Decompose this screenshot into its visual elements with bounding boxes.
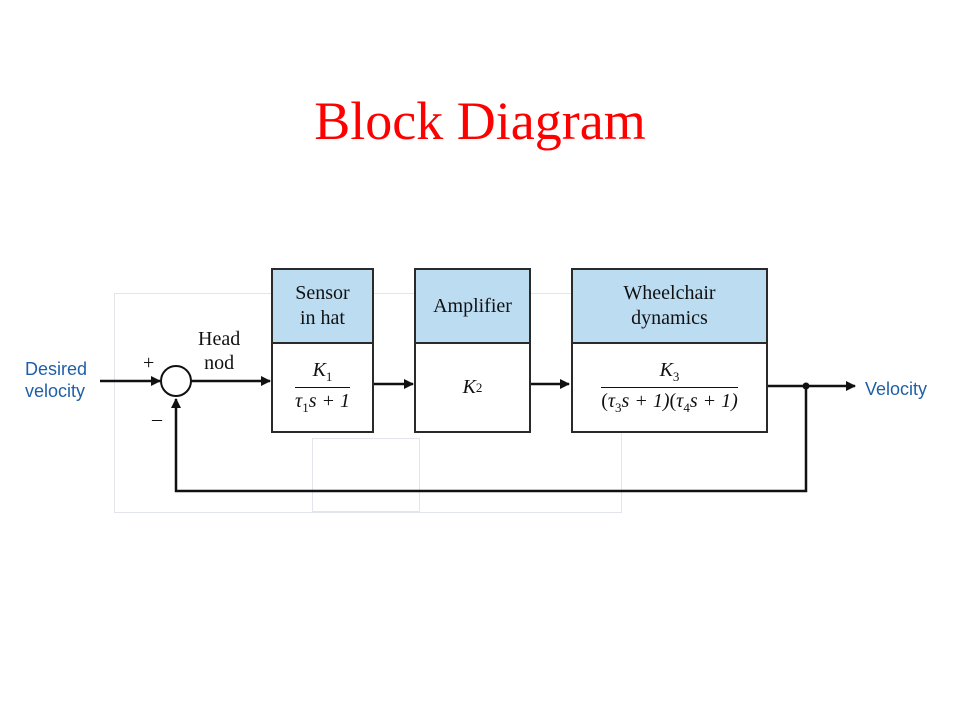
sensor-denominator: τ1s + 1 — [295, 390, 350, 415]
wheelchair-dynamics-block: Wheelchair dynamics K3 (τ3s + 1)(τ4s + 1… — [571, 268, 768, 433]
sensor-numerator: K1 — [312, 359, 333, 384]
minus-sign: – — [152, 408, 162, 430]
sensor-fraction-bar — [295, 387, 350, 388]
plus-sign: + — [143, 352, 155, 374]
wheelchair-block-title: Wheelchair dynamics — [573, 270, 766, 344]
wheelchair-transfer-function: K3 (τ3s + 1)(τ4s + 1) — [573, 344, 766, 431]
wheelchair-numerator: K3 — [659, 359, 680, 384]
input-label: Desired velocity — [25, 359, 88, 401]
feedback-path — [171, 386, 808, 493]
sensor-block: Sensor in hat K1 τ1s + 1 — [271, 268, 374, 433]
background-ghost-box — [312, 438, 420, 512]
head-nod-label: Head nod — [198, 328, 241, 374]
wheelchair-fraction-bar — [601, 387, 738, 388]
summing-junction — [160, 365, 192, 397]
wheelchair-denominator: (τ3s + 1)(τ4s + 1) — [601, 390, 738, 415]
sensor-transfer-function: K1 τ1s + 1 — [273, 344, 372, 431]
page-title: Block Diagram — [314, 91, 646, 151]
sensor-block-title: Sensor in hat — [273, 270, 372, 344]
amplifier-block-title: Amplifier — [416, 270, 529, 344]
output-label: Velocity — [865, 379, 928, 399]
